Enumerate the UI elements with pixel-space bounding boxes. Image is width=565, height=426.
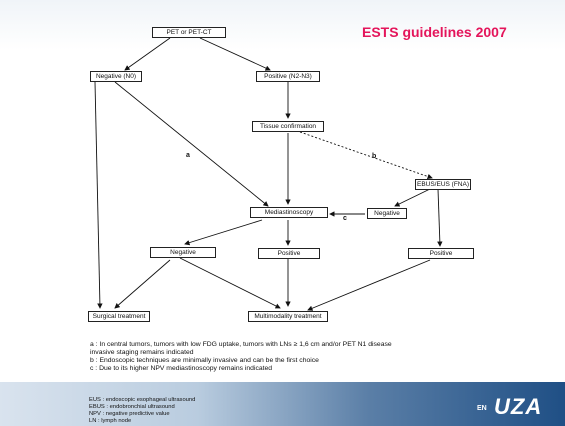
- abbr-ebus: EBUS : endobronchial ultrasound: [89, 404, 175, 410]
- abbr-ln: LN : lymph node: [89, 418, 132, 424]
- footnote-c: c : Due to its higher NPV mediastinoscop…: [90, 365, 273, 372]
- node-ebus-negative: Negative: [367, 208, 407, 219]
- node-multimodality-treatment: Multimodality treatment: [248, 311, 328, 322]
- node-negative-n0: Negative (N0): [90, 71, 142, 82]
- edge-label-a: a: [186, 152, 190, 159]
- edge-pet-negative: [124, 37, 171, 71]
- abbr-npv: NPV : negative predictive value: [89, 411, 170, 417]
- node-ebus-eus: EBUS/EUS (FNA): [415, 179, 471, 190]
- edge-negative-surgical: [94, 81, 103, 309]
- footnote-b: b : Endoscopic techniques are minimally …: [90, 357, 319, 364]
- slide-title: ESTS guidelines 2007: [362, 24, 507, 40]
- node-surgical-treatment: Surgical treatment: [88, 311, 150, 322]
- edge-pet-positive: [199, 37, 271, 71]
- footnote-a-cont: invasive staging remains indicated: [90, 349, 194, 356]
- node-positive-right: Positive: [408, 248, 474, 259]
- edge-ebus-positive: [437, 188, 443, 247]
- edge-negative-multimodality: [179, 257, 281, 309]
- node-tissue-confirmation: Tissue confirmation: [252, 121, 324, 132]
- node-positive-mid: Positive: [258, 248, 320, 259]
- edge-ebus-negative: [394, 188, 431, 207]
- edge-label-c: c: [343, 215, 347, 222]
- footnote-a: a : In central tumors, tumors with low F…: [90, 341, 392, 348]
- edge-ebuspos-multimodality: [307, 259, 431, 311]
- edge-mediastinoscopy-negative: [184, 219, 263, 246]
- uza-logo: UZA: [494, 394, 543, 419]
- edge-negative-mediastinoscopy: [114, 81, 269, 207]
- abbr-eus: EUS : endoscopic esophageal ultrasound: [89, 397, 196, 403]
- edge-tissue-ebus: [299, 131, 433, 180]
- edge-negative-surgical-2: [114, 259, 171, 309]
- node-positive-n2n3: Positive (N2-N3): [256, 71, 320, 82]
- edge-label-b: b: [372, 153, 377, 160]
- node-pet: PET or PET-CT: [152, 27, 226, 38]
- footer-bar: [0, 382, 565, 426]
- node-mediastinoscopy: Mediastinoscopy: [250, 207, 328, 218]
- logo-prefix: EN: [477, 405, 487, 412]
- top-gradient: [0, 0, 565, 50]
- node-negative: Negative: [150, 247, 216, 258]
